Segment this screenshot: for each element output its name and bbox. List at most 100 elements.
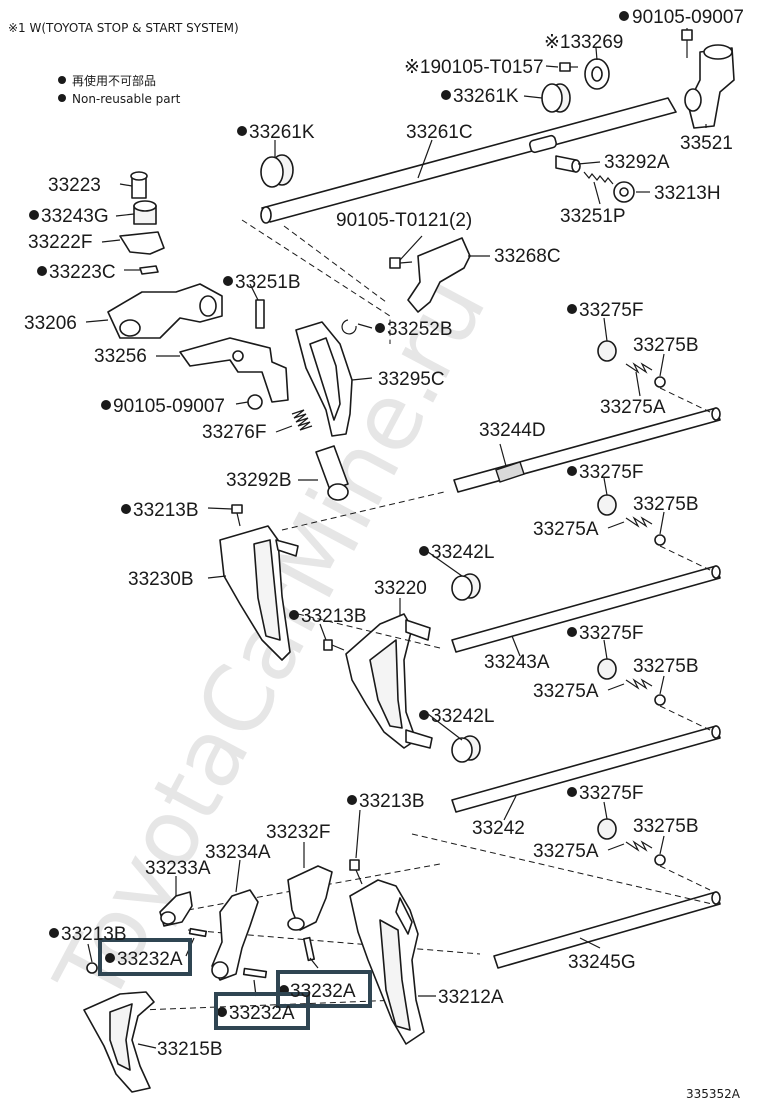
pin-33292A — [555, 155, 581, 173]
label-90105-T0121[interactable]: 90105-T0121(2) — [336, 210, 472, 231]
label-33292B[interactable]: 33292B — [226, 470, 292, 491]
lever-33232F — [287, 865, 333, 931]
lever-33234A — [211, 889, 259, 981]
system-note: ※1 W(TOYOTA STOP & START SYSTEM) — [8, 21, 239, 35]
detent-set-4 — [597, 818, 666, 866]
bolt-90105-T0157 — [559, 62, 578, 72]
label-33213B-2[interactable]: 33213B — [301, 606, 367, 627]
pin-33223 — [130, 171, 148, 199]
label-33220[interactable]: 33220 — [374, 578, 427, 599]
bushing-33261K-a — [541, 83, 571, 113]
plug-33213H — [613, 181, 635, 203]
label-33261K-b[interactable]: 33261K — [249, 122, 315, 143]
label-33243A[interactable]: 33243A — [484, 652, 550, 673]
legend-en: Non-reusable part — [72, 92, 181, 106]
label-33212A[interactable]: 33212A — [438, 987, 504, 1008]
label-33275A-2[interactable]: 33275A — [533, 519, 599, 540]
pin-33223C — [139, 265, 159, 275]
label-33243G[interactable]: 33243G — [41, 206, 109, 227]
bolt-90105-T0121 — [389, 257, 413, 269]
bracket-33268C — [407, 237, 471, 313]
label-33232A-3[interactable]: 33232A — [229, 1003, 295, 1024]
label-33213B-1[interactable]: 33213B — [133, 500, 199, 521]
bushing-33242L-2 — [451, 735, 481, 763]
label-33275B-1[interactable]: 33275B — [633, 335, 699, 356]
fork-33220 — [345, 613, 433, 749]
label-33261K-a[interactable]: 33261K — [453, 86, 519, 107]
label-33232F[interactable]: 33232F — [266, 822, 330, 843]
pin-33232A-3 — [302, 936, 316, 962]
label-33234A[interactable]: 33234A — [205, 842, 271, 863]
label-33232A-1[interactable]: 33232A — [117, 949, 183, 970]
label-33521[interactable]: 33521 — [680, 133, 733, 154]
label-33275B-2[interactable]: 33275B — [633, 494, 699, 515]
bolt-33213B-4 — [86, 962, 98, 974]
label-33261C[interactable]: 33261C — [406, 122, 473, 143]
shaft-33242 — [451, 725, 721, 813]
label-33256[interactable]: 33256 — [94, 346, 147, 367]
label-33223[interactable]: 33223 — [48, 175, 101, 196]
bushing-33243G — [133, 200, 157, 225]
label-33245G[interactable]: 33245G — [568, 952, 636, 973]
label-33251P[interactable]: 33251P — [560, 206, 626, 227]
dash-line — [659, 387, 711, 413]
label-33292A[interactable]: 33292A — [604, 152, 670, 173]
bushing-33242L-1 — [451, 573, 481, 601]
label-33251B[interactable]: 33251B — [235, 272, 301, 293]
label-33275F-3[interactable]: 33275F — [579, 623, 643, 644]
label-33295C[interactable]: 33295C — [378, 369, 445, 390]
label-33268C[interactable]: 33268C — [494, 246, 561, 267]
label-33223C[interactable]: 33223C — [49, 262, 116, 283]
non-reusable-markers — [29, 11, 629, 1017]
label-33275A-4[interactable]: 33275A — [533, 841, 599, 862]
dash-line — [659, 705, 711, 731]
label-33275A-1[interactable]: 33275A — [600, 397, 666, 418]
label-90105-09007-mid[interactable]: 90105-09007 — [113, 396, 225, 417]
label-33242[interactable]: 33242 — [472, 818, 525, 839]
label-33222F[interactable]: 33222F — [28, 232, 92, 253]
bracket-33521 — [684, 44, 735, 129]
fork-33212A — [349, 879, 425, 1045]
label-33206[interactable]: 33206 — [24, 313, 77, 334]
lever-33256 — [179, 337, 289, 403]
dash-line — [283, 225, 387, 303]
label-33233A[interactable]: 33233A — [145, 858, 211, 879]
spring-33276F — [291, 409, 313, 431]
label-33242L-2[interactable]: 33242L — [431, 706, 494, 727]
bolt-90105-09007-mid — [247, 394, 263, 410]
label-33213B-4[interactable]: 33213B — [61, 924, 127, 945]
label-33275F-4[interactable]: 33275F — [579, 783, 643, 804]
label-33230B[interactable]: 33230B — [128, 569, 194, 590]
plate-33295C — [295, 321, 353, 437]
detent-set-3 — [597, 658, 666, 706]
label-33275F-2[interactable]: 33275F — [579, 462, 643, 483]
highlight-box-33232A-1 — [98, 938, 192, 976]
shaft-33245G — [493, 891, 721, 969]
bolt-33213B-2 — [323, 639, 345, 651]
label-33275F-1[interactable]: 33275F — [579, 300, 643, 321]
label-90105-09007-top[interactable]: 90105-09007 — [632, 7, 744, 28]
bolt-33213B-1 — [231, 504, 243, 527]
label-33244D[interactable]: 33244D — [479, 420, 546, 441]
label-33275A-3[interactable]: 33275A — [533, 681, 599, 702]
lever-33206 — [107, 283, 223, 339]
label-90105-T0157[interactable]: ※190105-T0157 — [404, 57, 544, 78]
shaft-33243A — [451, 565, 721, 653]
label-33213H[interactable]: 33213H — [654, 183, 721, 204]
clip-33222F — [119, 231, 165, 255]
label-33269[interactable]: ※133269 — [544, 32, 623, 53]
pin-33232A-2 — [242, 967, 268, 979]
label-33215B[interactable]: 33215B — [157, 1039, 223, 1060]
label-33276F[interactable]: 33276F — [202, 422, 266, 443]
label-33213B-3[interactable]: 33213B — [359, 791, 425, 812]
label-33232A-2[interactable]: 33232A — [290, 981, 356, 1002]
label-33275B-4[interactable]: 33275B — [633, 816, 699, 837]
dash-line — [411, 833, 713, 905]
diagram-code: 335352A — [686, 1087, 741, 1101]
label-33275B-3[interactable]: 33275B — [633, 656, 699, 677]
label-33252B[interactable]: 33252B — [387, 319, 453, 340]
dash-line — [281, 491, 445, 531]
label-33242L-1[interactable]: 33242L — [431, 542, 494, 563]
dash-line — [241, 219, 391, 344]
